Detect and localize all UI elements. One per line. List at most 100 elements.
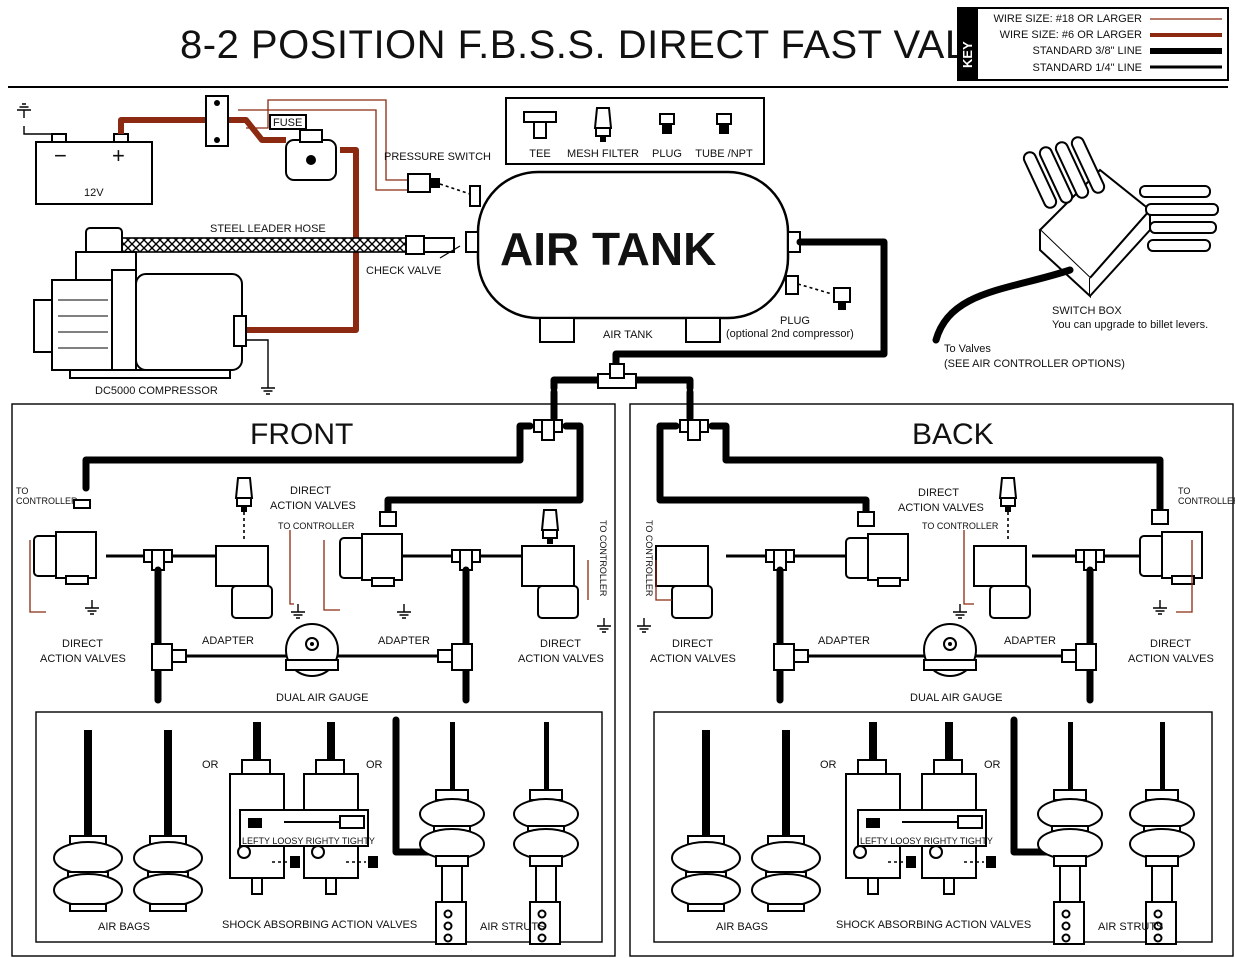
back-shock-valve-1	[845, 721, 901, 895]
fitting-tube-npt-label: TUBE /NPT	[695, 148, 753, 160]
plug-label: PLUG	[780, 315, 810, 327]
front-panel	[11, 403, 616, 957]
back-to-controller-right-1: TO	[1178, 486, 1190, 496]
front-dav-right-2: ACTION VALVES	[518, 653, 604, 665]
front-left-supply-line	[82, 422, 534, 492]
back-tee	[679, 419, 709, 441]
back-direct-top-2: ACTION VALVES	[898, 502, 984, 514]
main-tee	[597, 363, 637, 389]
front-direct-top-1: DIRECT	[290, 485, 331, 497]
fitting-tee-label: TEE	[529, 148, 550, 160]
main-supply-line	[612, 238, 888, 372]
page-title: 8-2 POSITION F.B.S.S. DIRECT FAST VALVES	[180, 23, 1046, 67]
key-item-0: WIRE SIZE: #18 OR LARGER	[993, 13, 1142, 25]
back-valve-3	[973, 545, 1031, 619]
back-dav-right-1: DIRECT	[1150, 638, 1191, 650]
back-valve-2	[845, 533, 909, 587]
front-adapter-right	[437, 643, 473, 671]
front-air-strut-2	[513, 721, 579, 945]
front-shock-label: SHOCK ABSORBING ACTION VALVES	[222, 919, 417, 931]
back-left-supply-line	[656, 422, 870, 516]
front-or-1: OR	[202, 759, 219, 771]
back-air-bag-1	[671, 729, 741, 912]
front-air-bags-label: AIR BAGS	[98, 921, 150, 933]
switch-box-label: SWITCH BOX	[1052, 305, 1122, 317]
tube-npt-icon	[716, 113, 732, 134]
back-dav-left-2: ACTION VALVES	[650, 653, 736, 665]
back-to-controller-mid: TO CONTROLLER	[922, 521, 999, 531]
fuse-holder: FUSE	[205, 95, 307, 147]
back-dual-air-gauge	[923, 623, 977, 677]
back-air-bags-label: AIR BAGS	[716, 921, 768, 933]
back-dav-right-2: ACTION VALVES	[1128, 653, 1214, 665]
back-ground-3	[1152, 599, 1168, 615]
back-ground-2	[952, 603, 968, 619]
front-adjuster	[239, 809, 369, 847]
plug-note: (optional 2nd compressor)	[726, 328, 854, 340]
fitting-mesh-filter-label: MESH FILTER	[567, 148, 639, 160]
battery-plus: +	[112, 143, 125, 168]
front-valve-4	[521, 545, 579, 619]
back-air-strut-1	[1037, 721, 1103, 945]
tee-icon	[523, 111, 557, 139]
pressure-switch-label: PRESSURE SWITCH	[384, 151, 491, 163]
front-direct-top-2: ACTION VALVES	[270, 500, 356, 512]
front-to-controller-left-2: CONTROLLER	[16, 496, 78, 506]
front-air-bag-2	[133, 729, 203, 912]
back-lefty-loosy-label: LEFTY LOOSY RIGHTY TIGHTY	[860, 836, 993, 846]
plug-icon	[659, 113, 675, 134]
key-item-2: STANDARD 3/8" LINE	[1033, 45, 1142, 57]
front-dav-right-1: DIRECT	[540, 638, 581, 650]
front-dual-air-gauge	[285, 623, 339, 677]
front-valve-2	[215, 545, 273, 619]
front-ground-3	[396, 603, 412, 619]
front-mesh-filter-1	[235, 477, 253, 513]
back-adjuster	[857, 809, 987, 847]
back-to-controller-right-2: CONTROLLER	[1178, 496, 1235, 506]
back-air-struts-label: AIR STRUTS	[1098, 921, 1163, 933]
relay	[285, 129, 337, 181]
switch-box-note: You can upgrade to billet levers.	[1052, 319, 1208, 331]
back-or-2: OR	[984, 759, 1001, 771]
back-adapter-left-label: ADAPTER	[818, 635, 870, 647]
key-legend: KEY WIRE SIZE: #18 OR LARGER WIRE SIZE: …	[957, 7, 1229, 81]
back-or-1: OR	[820, 759, 837, 771]
battery-power-wire	[118, 117, 205, 134]
back-shock-valve-2	[921, 721, 977, 895]
front-air-strut-1	[419, 721, 485, 945]
battery-voltage: 12V	[84, 187, 104, 199]
compressor-label: DC5000 COMPRESSOR	[95, 385, 218, 397]
switch-box	[1022, 136, 1219, 299]
fuse-label: FUSE	[273, 117, 302, 129]
back-air-strut-2	[1129, 721, 1195, 945]
front-air-struts-label: AIR STRUTS	[480, 921, 545, 933]
back-valve-4	[1139, 531, 1203, 585]
front-valve-3	[339, 533, 403, 587]
front-to-controller-left-1: TO	[16, 486, 28, 496]
front-or-2: OR	[366, 759, 383, 771]
front-dav-left-2: ACTION VALVES	[40, 653, 126, 665]
back-ground-1	[636, 617, 652, 633]
back-adapter-left	[773, 643, 809, 671]
front-lefty-loosy-label: LEFTY LOOSY RIGHTY TIGHTY	[242, 836, 375, 846]
front-adapter-right-label: ADAPTER	[378, 635, 430, 647]
front-right-supply-line	[384, 422, 584, 516]
back-dav-left-1: DIRECT	[672, 638, 713, 650]
front-valve-1	[33, 531, 97, 585]
front-dav-left-1: DIRECT	[62, 638, 103, 650]
ground-icon	[16, 103, 32, 119]
back-direct-top-1: DIRECT	[918, 487, 959, 499]
front-dual-gauge-label: DUAL AIR GAUGE	[276, 692, 369, 704]
front-shock-valve-1	[229, 721, 285, 895]
back-right-supply-line	[708, 422, 1164, 514]
back-adapter-right-label: ADAPTER	[1004, 635, 1056, 647]
air-tank-label: AIR TANK	[603, 329, 653, 341]
key-label-bar	[958, 8, 978, 80]
back-dual-gauge-label: DUAL AIR GAUGE	[910, 692, 1003, 704]
dc5000-compressor	[33, 227, 247, 379]
front-to-controller-right: TO CONTROLLER	[598, 520, 608, 597]
compressor-ground-icon	[260, 379, 276, 395]
to-valves-label: To Valves	[944, 343, 991, 355]
steel-leader-hose-label: STEEL LEADER HOSE	[210, 223, 326, 235]
